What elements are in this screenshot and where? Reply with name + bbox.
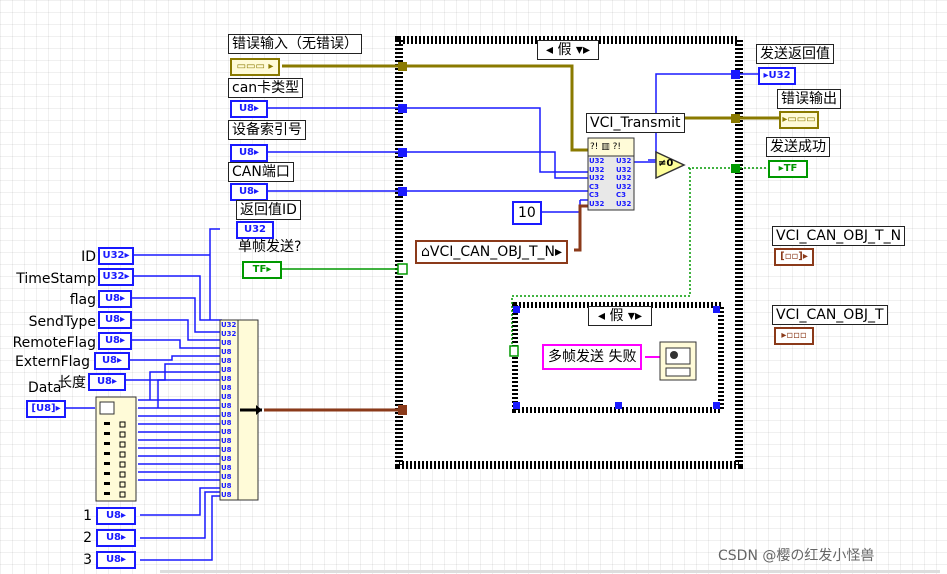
ctrl-1-label: 1 — [83, 508, 92, 524]
compare-symbol: ≠0 — [658, 158, 674, 169]
tunnels — [397, 62, 740, 415]
bundle-input-8: U8 — [221, 392, 232, 401]
sendtype-label: SendType — [28, 314, 96, 330]
bundle-input-0: U32 — [221, 321, 237, 329]
bundle-input-15: U8 — [221, 455, 232, 464]
length-label: 长度 — [58, 375, 86, 391]
vi-out-pins: U32 U32 U32 U32 C3 U32 — [616, 157, 631, 208]
bundle-input-12: U8 — [221, 428, 232, 437]
ctrl-1-terminal[interactable]: U8▸ — [96, 507, 136, 525]
inner-case-frame — [512, 302, 724, 413]
flag-terminal[interactable]: U8▸ — [98, 290, 132, 308]
bundle-input-6: U8 — [221, 374, 232, 383]
return-id-terminal[interactable]: U32 — [236, 221, 274, 239]
can-port-terminal[interactable]: U8▸ — [230, 183, 268, 201]
bundle-input-1: U32 — [221, 329, 237, 338]
remoteflag-label: RemoteFlag — [12, 335, 96, 351]
vi-name-label: VCI_Transmit — [586, 113, 685, 133]
remoteflag-terminal[interactable]: U8▸ — [98, 332, 132, 350]
array-rows — [104, 421, 126, 498]
id-terminal[interactable]: U32▸ — [98, 247, 134, 265]
vi-pin: U32 — [589, 157, 605, 165]
single-frame-terminal[interactable]: TF▸ — [242, 261, 282, 279]
send-success-terminal[interactable]: ▸TF — [768, 160, 808, 178]
error-out-terminal[interactable]: ▸▭▭▭ — [779, 111, 819, 129]
vi-pins: U32 U32 U32 C3 C3 U32 — [589, 157, 604, 208]
bundle-input-3: U8 — [221, 347, 232, 356]
bundle-input-19: U8 — [221, 491, 232, 500]
failure-string-constant[interactable]: 多帧发送 失败 — [542, 344, 643, 370]
bundle-input-13: U8 — [221, 437, 232, 446]
vi-out-pin: U32 — [616, 165, 632, 174]
ctrl-2-terminal[interactable]: U8▸ — [96, 529, 136, 547]
data-label: Data — [28, 380, 62, 396]
cluster-constant[interactable]: ⌂VCI_CAN_OBJ_T_N▸ — [415, 240, 569, 264]
id-label: ID — [81, 249, 96, 265]
outer-case-selector[interactable]: ◂ 假 ▾▸ — [537, 40, 599, 60]
device-index-terminal[interactable]: U8▸ — [230, 144, 268, 162]
bundle-input-4: U8 — [221, 356, 232, 365]
bundle-input-11: U8 — [221, 419, 232, 428]
vi-pin: C3 — [589, 191, 600, 199]
vi-pin: U32 — [589, 199, 605, 208]
vi-out-pin: U32 — [616, 157, 632, 165]
timestamp-terminal[interactable]: U32▸ — [98, 268, 134, 286]
send-return-terminal[interactable]: ▸U32 — [758, 67, 796, 85]
vci-obj-t-n-label: VCI_CAN_OBJ_T_N — [772, 226, 906, 246]
vci-obj-t-terminal[interactable]: ▸▫▫▫ — [774, 327, 814, 345]
bundle-input-17: U8 — [221, 473, 232, 482]
bundle-input-2: U8 — [221, 338, 232, 347]
flag-label: flag — [69, 292, 96, 308]
vi-out-pin: U32 — [616, 182, 632, 191]
vci-obj-t-n-terminal[interactable]: [▫▫]▸ — [774, 248, 814, 266]
send-return-label: 发送返回值 — [756, 44, 834, 64]
bundle-input-7: U8 — [221, 383, 232, 392]
timestamp-label: TimeStamp — [16, 271, 96, 287]
ctrl-3-terminal[interactable]: U8▸ — [96, 551, 136, 569]
bundle-input-5: U8 — [221, 365, 232, 374]
bundle-input-10: U8 — [221, 410, 232, 419]
sendtype-terminal[interactable]: U8▸ — [98, 311, 132, 329]
length-terminal[interactable]: U8▸ — [88, 373, 126, 391]
bundle-input-18: U8 — [221, 482, 232, 491]
can-type-terminal[interactable]: U8▸ — [230, 100, 268, 118]
single-frame-label: 单帧发送? — [238, 239, 302, 255]
ctrl-2-label: 2 — [83, 530, 92, 546]
error-in-label: 错误输入（无错误） — [228, 34, 362, 54]
vi-pin: U32 — [589, 174, 605, 182]
bundle-input-9: U8 — [221, 401, 232, 410]
vi-out-pin: U32 — [616, 174, 632, 182]
data-terminal[interactable]: [U8]▸ — [26, 400, 66, 418]
error-in-terminal[interactable]: ▭▭▭ ▸ — [230, 58, 280, 76]
inner-case-selector[interactable]: ◂ 假 ▾▸ — [588, 306, 652, 326]
not-equal-zero-node — [655, 150, 686, 180]
ctrl-3-label: 3 — [83, 552, 92, 568]
can-type-label: can卡类型 — [228, 78, 304, 98]
vi-out-pin: C3 — [616, 191, 627, 199]
vi-icon-glyph[interactable]: ?! ▥ ?! — [590, 142, 621, 152]
vi-pin: C3 — [589, 182, 600, 191]
bundle-input-16: U8 — [221, 464, 232, 473]
externflag-label: ExternFlag — [14, 354, 90, 370]
vi-pin: U32 — [589, 165, 605, 174]
vi-out-pin: U32 — [616, 199, 632, 208]
device-index-label: 设备索引号 — [228, 120, 306, 140]
externflag-terminal[interactable]: U8▸ — [94, 352, 130, 370]
vci-obj-t-label: VCI_CAN_OBJ_T — [772, 305, 888, 325]
bundle-input-14: U8 — [221, 446, 232, 455]
numeric-constant[interactable]: 10 — [512, 201, 542, 225]
can-port-label: CAN端口 — [228, 162, 294, 182]
return-id-label: 返回值ID — [236, 200, 301, 220]
cluster-wire — [264, 204, 590, 412]
watermark: CSDN @樱の红发小怪兽 — [718, 548, 875, 564]
error-out-label: 错误输出 — [777, 89, 841, 109]
send-success-label: 发送成功 — [766, 137, 830, 157]
